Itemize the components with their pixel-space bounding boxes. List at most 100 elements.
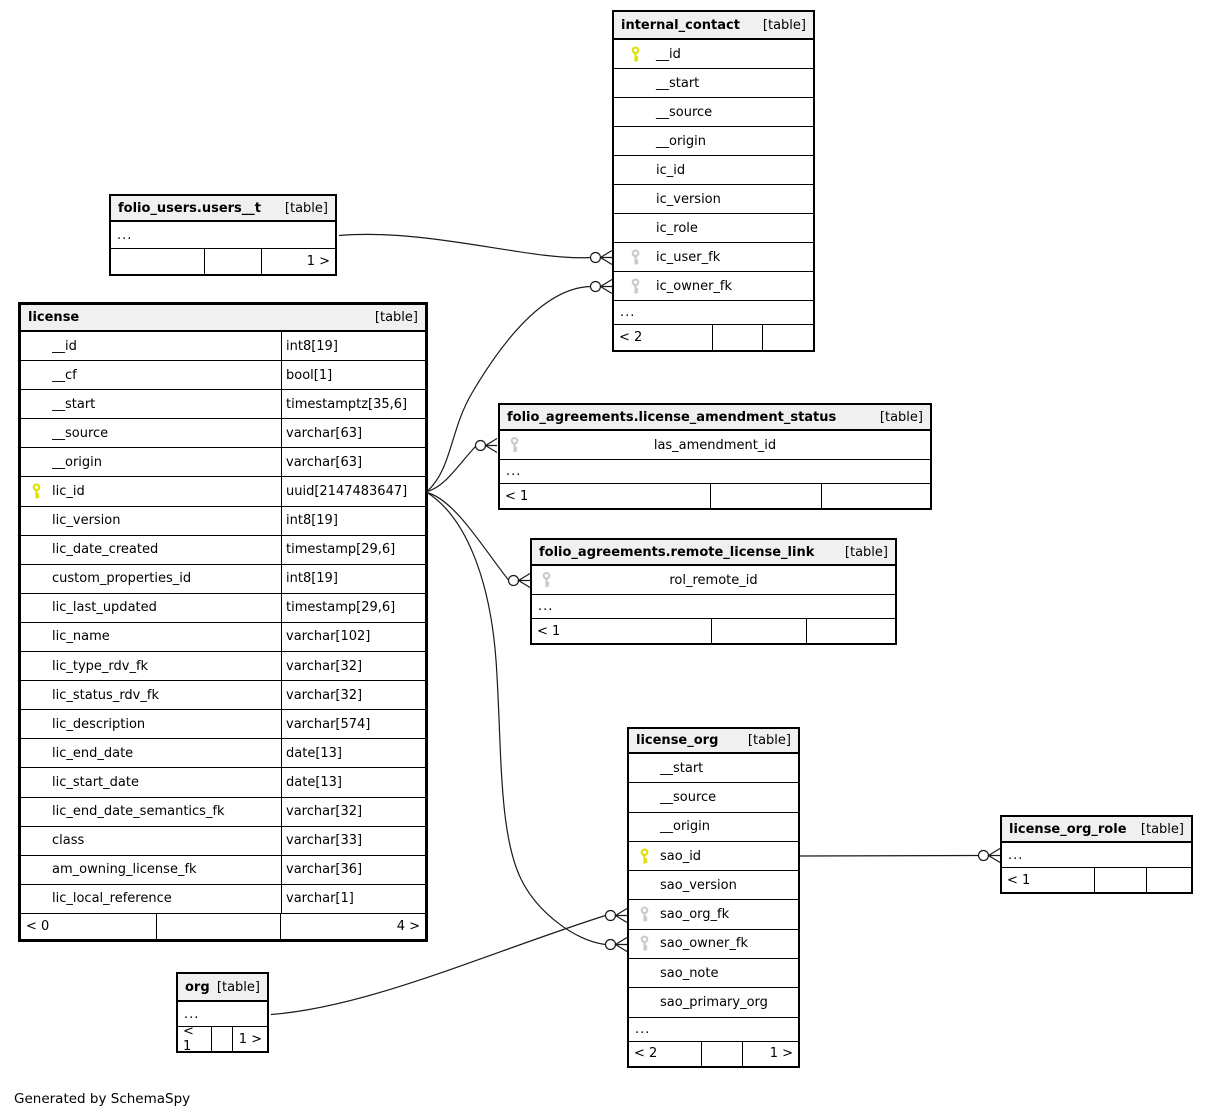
table-folio-users-users-t[interactable]: folio_users.users__t[table]...1 >	[109, 194, 337, 276]
foreign-key-icon	[508, 436, 521, 454]
column-type: uuid[2147483647]	[281, 477, 425, 506]
table-internal-contact[interactable]: internal_contact[table]__id__start__sour…	[612, 10, 815, 352]
table-name: org	[185, 979, 210, 995]
column-name: lic_status_rdv_fk	[52, 687, 159, 703]
table-header[interactable]: license_org_role [table]	[1002, 817, 1191, 843]
table-name: internal_contact	[621, 17, 740, 33]
table-name: license	[28, 310, 80, 325]
column-type: varchar[32]	[281, 681, 425, 710]
column-name: sao_org_fk	[660, 907, 730, 923]
table-type-tag: [table]	[1140, 821, 1184, 837]
footer-cardinality-cell	[212, 1027, 233, 1051]
key-glyph	[631, 248, 640, 265]
footer-cardinality-cell: < 1	[532, 619, 712, 643]
column-row: sao_version	[629, 871, 798, 901]
key-glyph	[640, 906, 649, 922]
crows-foot-arrowhead	[599, 278, 613, 295]
table-header[interactable]: license[table]	[21, 305, 425, 332]
column-row: ic_user_fk	[614, 243, 813, 272]
column-name: ic_id	[656, 162, 686, 178]
footer-cardinality-cell	[712, 619, 807, 643]
relationship-r1-folio-users-users-t-to-internal-contact-ic-user-fk	[338, 233, 613, 266]
footer-cardinality-cell	[1147, 868, 1191, 892]
column-row: ic_id	[614, 156, 813, 185]
footer-cardinality-cell	[711, 484, 822, 508]
column-row: ic_role	[614, 214, 813, 243]
footer-cardinality-cell	[822, 484, 930, 508]
column-type: varchar[1]	[281, 884, 425, 913]
column-name: lic_date_created	[52, 542, 159, 558]
footer-cardinality-cell: 1 >	[306, 254, 330, 269]
relationship-r3-license-lic-id-to-folio-agreements-license-amendment-status-las-amendment-id	[426, 437, 498, 493]
table-header[interactable]: internal_contact[table]	[614, 12, 813, 40]
column-name: sao_primary_org	[660, 995, 768, 1011]
more-columns-row: ...	[1002, 843, 1191, 868]
footer-cardinality-cell	[763, 325, 813, 350]
table-license-org[interactable]: license_org[table]__start__source__origi…	[627, 727, 800, 1068]
table-type-tag: [table]	[844, 544, 888, 560]
zero-or-one-circle	[604, 909, 617, 922]
footer-cardinality-cell: < 0	[21, 913, 157, 939]
table-name: license_org_role	[1009, 821, 1127, 837]
column-row: las_amendment_id	[500, 431, 930, 460]
footer-cardinality-cell	[205, 249, 262, 274]
column-name: __start	[656, 75, 700, 91]
footer-cardinality-cell: 1 >	[769, 1046, 793, 1062]
foreign-key-icon	[629, 277, 642, 295]
primary-key-icon	[30, 483, 43, 500]
column-row: __origin	[614, 127, 813, 156]
column-name: lic_end_date_semantics_fk	[52, 804, 225, 820]
column-row: sao_id	[629, 842, 798, 872]
table-license-org-role[interactable]: license_org_role[table]...< 1	[1000, 815, 1193, 894]
table-header[interactable]: license_org[table]	[629, 729, 798, 754]
crows-foot-arrowhead	[599, 249, 613, 266]
table-name: folio_users.users__t	[118, 200, 261, 216]
column-row: rol_remote_id	[532, 566, 895, 595]
foreign-key-icon	[540, 571, 553, 589]
table-header[interactable]: folio_users.users__t [table]	[111, 196, 335, 222]
table-header[interactable]: org [table]	[178, 974, 267, 1002]
key-glyph	[640, 847, 649, 864]
column-name: sao_owner_fk	[660, 936, 748, 952]
column-name: __origin	[656, 133, 707, 149]
table-license-amendment-status[interactable]: folio_agreements.license_amendment_statu…	[498, 403, 932, 510]
primary-key-icon	[638, 847, 651, 865]
zero-or-one-circle	[589, 280, 602, 293]
column-name: __start	[52, 396, 96, 412]
column-type: varchar[33]	[281, 826, 425, 855]
column-name: lic_last_updated	[52, 600, 157, 616]
crows-foot-arrowhead	[614, 907, 628, 924]
table-name: license_org	[636, 733, 719, 748]
table-header[interactable]: folio_agreements.remote_license_link[tab…	[532, 540, 895, 566]
column-row: __source	[629, 783, 798, 813]
column-row: __start	[629, 754, 798, 784]
table-type-tag: [table]	[216, 979, 260, 995]
crows-foot-arrowhead	[517, 572, 531, 589]
column-name: custom_properties_id	[52, 571, 192, 587]
column-name: __start	[660, 760, 704, 776]
zero-or-one-circle	[589, 251, 602, 264]
column-row: ic_version	[614, 185, 813, 214]
column-name: sao_note	[660, 965, 719, 981]
table-footer: < 1	[500, 484, 930, 508]
footer-cardinality-cell: 1 >	[238, 1031, 262, 1047]
column-row: sao_org_fk	[629, 900, 798, 930]
table-type-tag: [table]	[879, 409, 923, 425]
table-header[interactable]: folio_agreements.license_amendment_statu…	[500, 405, 930, 431]
table-type-tag: [table]	[284, 200, 328, 216]
column-row: __start	[614, 69, 813, 98]
column-row: sao_note	[629, 959, 798, 989]
crows-foot-arrowhead	[987, 847, 1001, 864]
table-remote-license-link[interactable]: folio_agreements.remote_license_link[tab…	[530, 538, 897, 645]
column-name: lic_local_reference	[52, 891, 172, 907]
